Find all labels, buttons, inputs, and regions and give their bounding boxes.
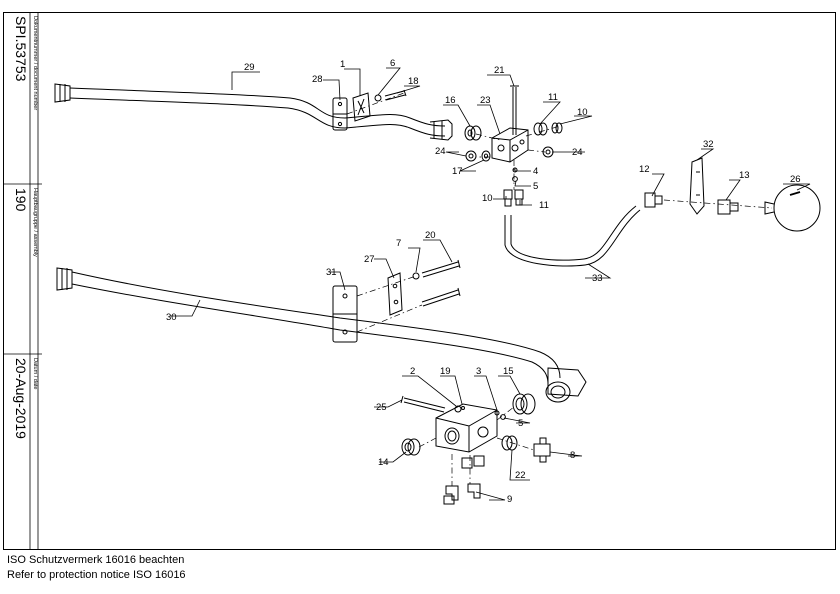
elbow-fittings-9 — [443, 483, 481, 505]
callout-14: 14 — [378, 457, 389, 468]
callout-leaders — [170, 67, 811, 501]
callout-6: 6 — [390, 58, 395, 69]
plug-17 — [481, 150, 491, 162]
fitting-13 — [717, 199, 739, 215]
callout-8: 8 — [570, 450, 575, 461]
title-block-grid — [3, 12, 42, 550]
oring-3 — [494, 410, 500, 416]
hose-30 — [56, 267, 587, 403]
callout-24-left: 24 — [435, 146, 446, 157]
clamp-31 — [332, 285, 358, 343]
valve-block-19 — [435, 403, 498, 453]
callout-1: 1 — [340, 59, 345, 70]
fitting-14 — [401, 438, 421, 456]
callout-10-upper: 10 — [577, 107, 588, 118]
pipe-33 — [504, 205, 641, 267]
callout-20: 20 — [425, 230, 436, 241]
fitting-11-upper — [533, 122, 548, 136]
oring-5-upper — [512, 176, 518, 182]
callout-30: 30 — [166, 312, 177, 323]
callout-29: 29 — [244, 62, 255, 73]
plug-24-left — [465, 150, 477, 162]
fitting-16 — [464, 125, 482, 141]
callout-13: 13 — [739, 170, 750, 181]
callout-12: 12 — [639, 164, 650, 175]
callout-27: 27 — [364, 254, 375, 265]
callout-9: 9 — [507, 494, 512, 505]
callout-33: 33 — [592, 273, 603, 284]
title-block: SPI.53753 Dokumentnummer / document numb… — [3, 12, 42, 550]
bolt-20-upper — [421, 259, 461, 278]
elbow-fitting-12 — [644, 192, 663, 208]
callout-24-right: 24 — [572, 147, 583, 158]
hose-29 — [54, 83, 453, 141]
adapter-15 — [512, 393, 536, 415]
bracket-plate-1 — [352, 92, 371, 122]
callout-16: 16 — [445, 95, 456, 106]
callout-32: 32 — [703, 139, 714, 150]
washer-6 — [374, 94, 382, 102]
callout-5-upper: 5 — [533, 181, 538, 192]
callout-10-lower: 10 — [482, 193, 493, 204]
drawing-frame — [3, 12, 836, 550]
callout-5-lower: 5 — [518, 418, 523, 429]
callout-11-upper: 11 — [548, 92, 558, 103]
bolt-25 — [400, 395, 446, 413]
callout-labels: 1 2 3 4 5 5 6 7 8 9 10 10 11 11 12 13 14… — [166, 58, 801, 505]
screw-21 — [510, 85, 519, 135]
callout-25: 25 — [376, 402, 387, 413]
protection-notice-de: ISO Schutzvermerk 16016 beachten — [7, 554, 185, 566]
callout-17: 17 — [452, 166, 463, 177]
callout-15: 15 — [503, 366, 514, 377]
callout-2: 2 — [410, 366, 415, 377]
bracket-32 — [689, 157, 705, 215]
callout-3: 3 — [476, 366, 481, 377]
valve-block-23 — [491, 127, 529, 163]
clamp-28 — [332, 97, 348, 131]
callout-21: 21 — [494, 65, 505, 76]
callout-26: 26 — [790, 174, 801, 185]
bracket-plate-27 — [387, 272, 403, 316]
fitting-11-lower — [514, 189, 524, 206]
callout-4: 4 — [533, 166, 538, 177]
center-lines — [346, 92, 773, 486]
callout-19: 19 — [440, 366, 451, 377]
fitting-10-lower — [503, 189, 513, 207]
callout-11-lower: 11 — [539, 200, 549, 211]
callout-31: 31 — [326, 267, 337, 278]
washer-2 — [454, 405, 462, 413]
tee-fitting-8 — [533, 437, 551, 463]
bolt-20-lower — [421, 287, 461, 307]
protection-notice-en: Refer to protection notice ISO 16016 — [7, 569, 186, 581]
accumulator-26 — [764, 184, 821, 232]
callout-22: 22 — [515, 470, 526, 481]
callout-18: 18 — [408, 76, 419, 87]
callout-28: 28 — [312, 74, 323, 85]
callout-23: 23 — [480, 95, 491, 106]
callout-7: 7 — [396, 238, 401, 249]
washer-7 — [412, 272, 420, 280]
